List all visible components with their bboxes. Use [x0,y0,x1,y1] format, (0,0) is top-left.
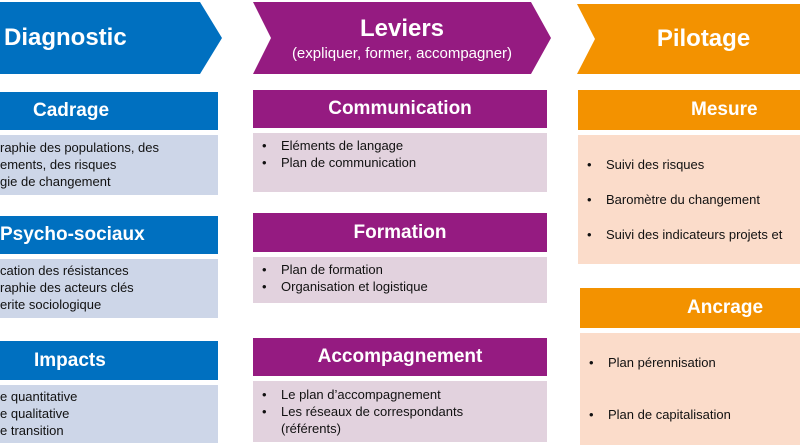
list-item: e transition [0,423,64,438]
formation-title: Formation [353,221,447,243]
list-item: Plan pérennisation [580,354,800,371]
accompagnement-header: Accompagnement [253,338,547,376]
list-item-continuation: (référents) [281,421,341,436]
list-item: Plan de communication [253,154,547,171]
impacts-box: e quantitative e qualitative e transitio… [0,385,218,443]
list-item: raphie des populations, des [0,140,160,155]
accompagnement-box: Le plan d’accompagnement Les réseaux de … [253,381,547,442]
list-item: Eléments de langage [253,137,547,154]
diagnostic-phase-arrow: Diagnostic [0,2,222,74]
mesure-header: Mesure [578,90,800,130]
leviers-title: Leviers [359,14,445,42]
list-item: e qualitative [0,406,70,421]
diagnostic-title: Diagnostic [4,24,127,51]
list-item: Le plan d’accompagnement [253,386,547,403]
pilotage-phase-arrow: Pilotage [577,4,800,74]
list-item: cation des résistances [0,263,129,278]
communication-header: Communication [253,90,547,128]
psycho-sociaux-header: Psycho-sociaux [0,216,218,254]
list-item: Suivi des indicateurs projets et [578,226,800,243]
list-item: Plan de formation [253,261,547,278]
list-item: Les réseaux de correspondants [253,403,547,420]
cadrage-header: Cadrage [0,92,218,130]
list-item: erite sociologique [0,297,102,312]
impacts-header: Impacts [0,341,218,380]
list-item: raphie des acteurs clés [0,280,134,295]
communication-title: Communication [328,98,472,119]
list-item: Plan de capitalisation [580,406,800,423]
list-item: Baromètre du changement [578,191,800,208]
list-item: ements, des risques [0,157,117,172]
list-item: e quantitative [0,389,78,404]
ancrage-box: Plan pérennisation Plan de capitalisatio… [580,333,800,445]
psycho-sociaux-box: cation des résistances raphie des acteur… [0,259,218,318]
leviers-subtitle: (expliquer, former, accompagner) [291,44,513,62]
list-item: Organisation et logistique [253,278,547,295]
impacts-title: Impacts [34,349,106,371]
pilotage-title: Pilotage [656,25,751,52]
cadrage-title: Cadrage [33,100,110,121]
ancrage-header: Ancrage [580,288,800,328]
list-item: gie de changement [0,174,111,189]
mesure-title: Mesure [691,99,758,120]
cadrage-box: raphie des populations, des ements, des … [0,135,218,195]
formation-box: Plan de formation Organisation et logist… [253,257,547,303]
psycho-sociaux-title: Psycho-sociaux [0,224,145,245]
list-item: Suivi des risques [578,156,800,173]
accompagnement-title: Accompagnement [317,346,483,367]
ancrage-title: Ancrage [687,297,764,318]
leviers-phase-arrow: Leviers (expliquer, former, accompagner) [253,2,551,74]
mesure-box: Suivi des risques Baromètre du changemen… [578,135,800,264]
communication-box: Eléments de langage Plan de communicatio… [253,133,547,192]
formation-header: Formation [253,213,547,252]
